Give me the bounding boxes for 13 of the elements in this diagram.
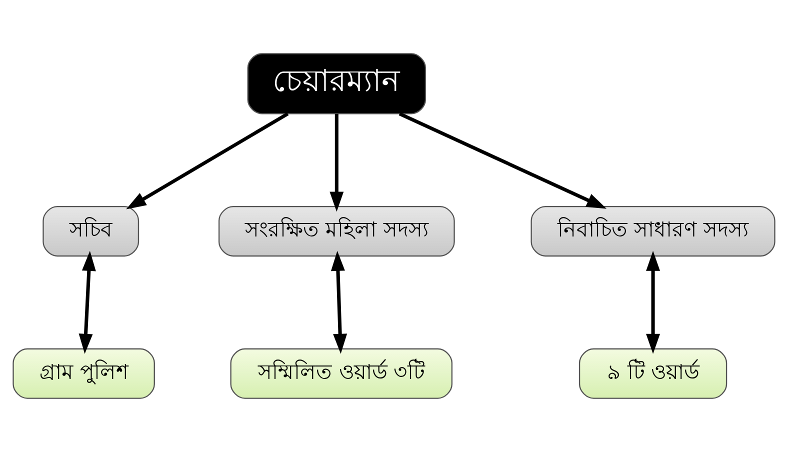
node-box: গ্রাম পুলিশ: [12, 348, 155, 399]
node-box: সংরক্ষিত মহিলা সদস্য: [218, 206, 455, 257]
arrow: [646, 250, 660, 354]
node-box: নিবাচিত সাধারণ সদস্য: [530, 206, 776, 257]
node-box: ৯ টি ওয়ার্ড: [578, 348, 728, 399]
arrow: [78, 250, 96, 354]
arrow: [330, 250, 348, 354]
arrow: [126, 112, 289, 210]
arrow: [330, 114, 344, 212]
arrow: [398, 112, 607, 209]
node-box: সচিব: [42, 206, 140, 257]
node-box: চেয়ারম্যান: [247, 53, 426, 114]
node-box: সম্মিলিত ওয়ার্ড ৩টি: [230, 348, 452, 399]
